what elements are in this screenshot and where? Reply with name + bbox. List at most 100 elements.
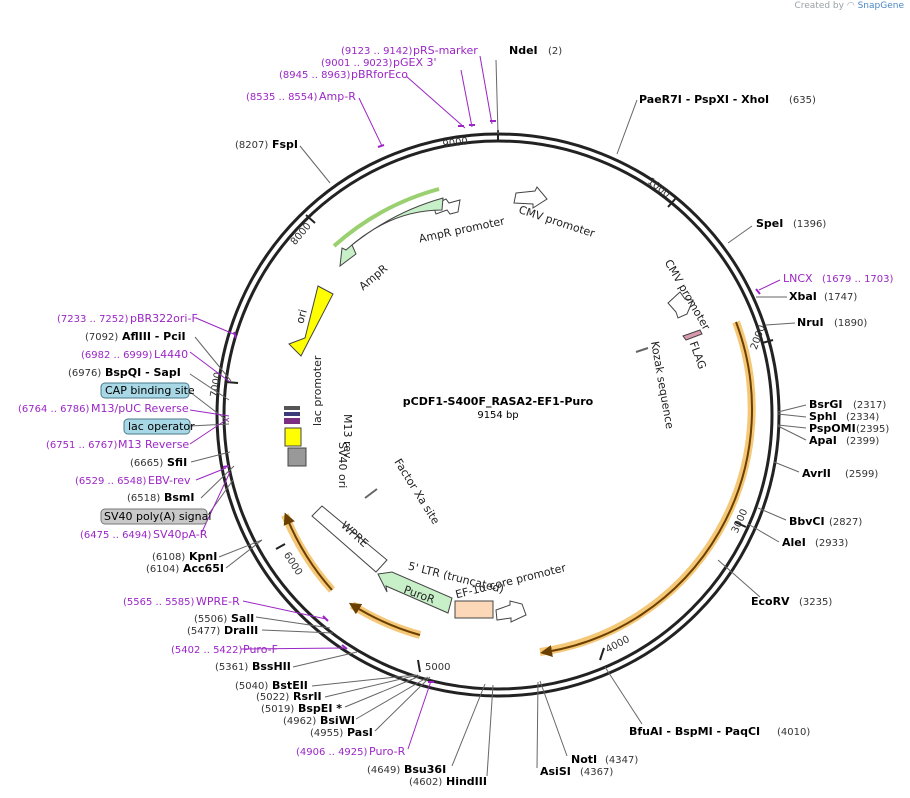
ef1a-promoter-arrow bbox=[495, 600, 527, 623]
boxed-feature-lac-operator: lac operator bbox=[123, 418, 195, 435]
ori-arrow bbox=[288, 285, 334, 357]
primer-sv40pa-r-pos: (6475 .. 6494) bbox=[80, 530, 152, 541]
cap-label: CAP binding site bbox=[105, 384, 195, 397]
enzyme-xhoi: PaeR7I - PspXI - XhoI bbox=[639, 93, 769, 106]
tick-ebv bbox=[222, 465, 230, 468]
leader-hindiii bbox=[486, 684, 494, 777]
primer-puro-f: Puro-F bbox=[243, 643, 278, 656]
leader-pspomi bbox=[777, 424, 807, 429]
enzyme-alei-pos: (2933) bbox=[815, 538, 848, 549]
enzyme-bsshii-pos: (5361) bbox=[215, 662, 248, 673]
enzyme-spei: SpeI bbox=[756, 217, 783, 230]
cmv-promoter-label-1: CMV promoter bbox=[517, 203, 597, 240]
enzyme-noti-pos: (4347) bbox=[605, 755, 638, 766]
enzyme-nrui: NruI bbox=[797, 316, 824, 329]
enzyme-fspi: FspI bbox=[272, 138, 298, 151]
enzyme-bspei-pos: (5019) bbox=[261, 704, 294, 715]
primer-pbrforeco: pBRforEco bbox=[351, 68, 408, 81]
enzyme-apai: ApaI bbox=[809, 434, 837, 447]
leader-pasi bbox=[374, 676, 431, 732]
leader-bbvci bbox=[757, 507, 787, 521]
enzyme-bspei: BspEI * bbox=[298, 702, 342, 715]
boxed-feature-sv40pa: SV40 poly(A) signal bbox=[100, 508, 211, 525]
leader-puro-f bbox=[240, 647, 346, 650]
puror-arrow bbox=[377, 571, 453, 614]
leader-alei bbox=[747, 523, 780, 543]
primer-ebv-pos: (6529 .. 6548) bbox=[75, 476, 147, 487]
enzyme-pspomi: PspOMI bbox=[809, 422, 856, 435]
enzyme-sphi-pos: (2334) bbox=[846, 412, 879, 423]
ampr-label: AmpR bbox=[357, 262, 391, 293]
leader-asisi bbox=[536, 681, 539, 769]
enzyme-sfii: SfiI bbox=[167, 456, 187, 469]
leader-pbrforeco bbox=[405, 75, 466, 129]
enzyme-ndei-pos: (2) bbox=[548, 46, 562, 57]
plasmid-length: 9154 bp bbox=[477, 410, 518, 421]
enzyme-avrii: AvrII bbox=[802, 467, 831, 480]
orf-main-highlight bbox=[539, 320, 756, 656]
lac-operator-marker bbox=[284, 412, 300, 416]
enzyme-hindiii-pos: (4602) bbox=[409, 777, 442, 788]
enzyme-ecorv-pos: (3235) bbox=[799, 597, 832, 608]
enzyme-rsrii: RsrII bbox=[293, 690, 322, 703]
enzyme-noti: NotI bbox=[571, 753, 597, 766]
enzyme-draiii-pos: (5477) bbox=[187, 626, 220, 637]
flag-tag bbox=[682, 329, 703, 341]
leader-ebv bbox=[195, 467, 227, 481]
primer-prs-marker: pRS-marker bbox=[413, 44, 478, 57]
enzyme-ndei: NdeI bbox=[509, 44, 538, 57]
primer-labels: pRS-marker (9123 .. 9142) pGEX 3' (9001 … bbox=[18, 44, 894, 758]
snapgene-credit: Created by ◠ SnapGene bbox=[794, 1, 904, 11]
leader-bsiwi bbox=[355, 676, 429, 720]
leader-wpre-r bbox=[242, 600, 327, 620]
leader-pbr322ori bbox=[195, 317, 237, 336]
enzyme-kpni-pos: (6108) bbox=[152, 552, 185, 563]
primer-ampr: Amp-R bbox=[319, 90, 356, 103]
leader-sv40pa-r bbox=[200, 471, 231, 535]
primer-pbr322ori: pBR322ori-F bbox=[130, 312, 198, 325]
enzyme-bsmi: BsmI bbox=[164, 491, 195, 504]
enzyme-draiii: DraIII bbox=[224, 624, 258, 637]
leader-ampr-primer bbox=[358, 97, 383, 147]
sv40pa-box bbox=[100, 508, 208, 525]
sv40-ori-label: SV40 ori bbox=[336, 442, 349, 488]
primer-pgex: pGEX 3' bbox=[393, 56, 437, 69]
enzyme-nrui-pos: (1890) bbox=[834, 318, 867, 329]
enzyme-apai-pos: (2399) bbox=[846, 436, 879, 447]
leader-acc65i bbox=[225, 539, 263, 569]
tick-label-2000: 2000 bbox=[749, 324, 768, 352]
enzyme-bbvci: BbvCI bbox=[789, 515, 825, 528]
m13-rev-label: M13 rev bbox=[341, 414, 354, 459]
primer-m13puc-pos: (6764 .. 6786) bbox=[18, 404, 90, 415]
credit-text: Created by bbox=[794, 1, 844, 11]
wpre-arrow bbox=[311, 505, 388, 573]
leader-cap bbox=[189, 391, 230, 423]
tick-label-5000: 5000 bbox=[425, 662, 450, 673]
ampr-promoter-label: AmpR promoter bbox=[418, 214, 507, 245]
sv40-ori-yellow bbox=[284, 427, 302, 447]
enzyme-sphi: SphI bbox=[809, 410, 837, 423]
primer-sv40pa-r: SV40pA-R bbox=[153, 528, 208, 541]
primer-l4440-pos: (6982 .. 6999) bbox=[81, 350, 153, 361]
enzyme-avrii-pos: (2599) bbox=[845, 469, 878, 480]
tick-pbr322 bbox=[233, 331, 237, 339]
primer-site-ticks bbox=[222, 120, 761, 683]
primer-ebv: EBV-rev bbox=[148, 474, 191, 487]
leader-spei bbox=[727, 225, 753, 244]
enzyme-sapi-pos: (6976) bbox=[68, 368, 101, 379]
leader-nrui bbox=[765, 322, 796, 326]
primer-puro-f-pos: (5402 .. 5422) bbox=[171, 645, 243, 656]
enzyme-bsshii: BssHII bbox=[252, 660, 291, 673]
leader-rsrii bbox=[324, 674, 419, 698]
ampr-arrow bbox=[339, 197, 444, 268]
enzyme-alei: AleI bbox=[782, 536, 806, 549]
flag-label: FLAG bbox=[687, 340, 709, 371]
primer-wpre-r: WPRE-R bbox=[196, 595, 240, 608]
cap-box bbox=[100, 382, 190, 399]
cap-binding-site-marker bbox=[284, 406, 300, 410]
primer-pgex-pos: (9001 .. 9023) bbox=[321, 58, 393, 69]
leader-sphi bbox=[777, 413, 807, 418]
enzyme-hindiii: HindIII bbox=[446, 775, 487, 788]
orf-lower-left-arrow-1 bbox=[283, 512, 333, 591]
